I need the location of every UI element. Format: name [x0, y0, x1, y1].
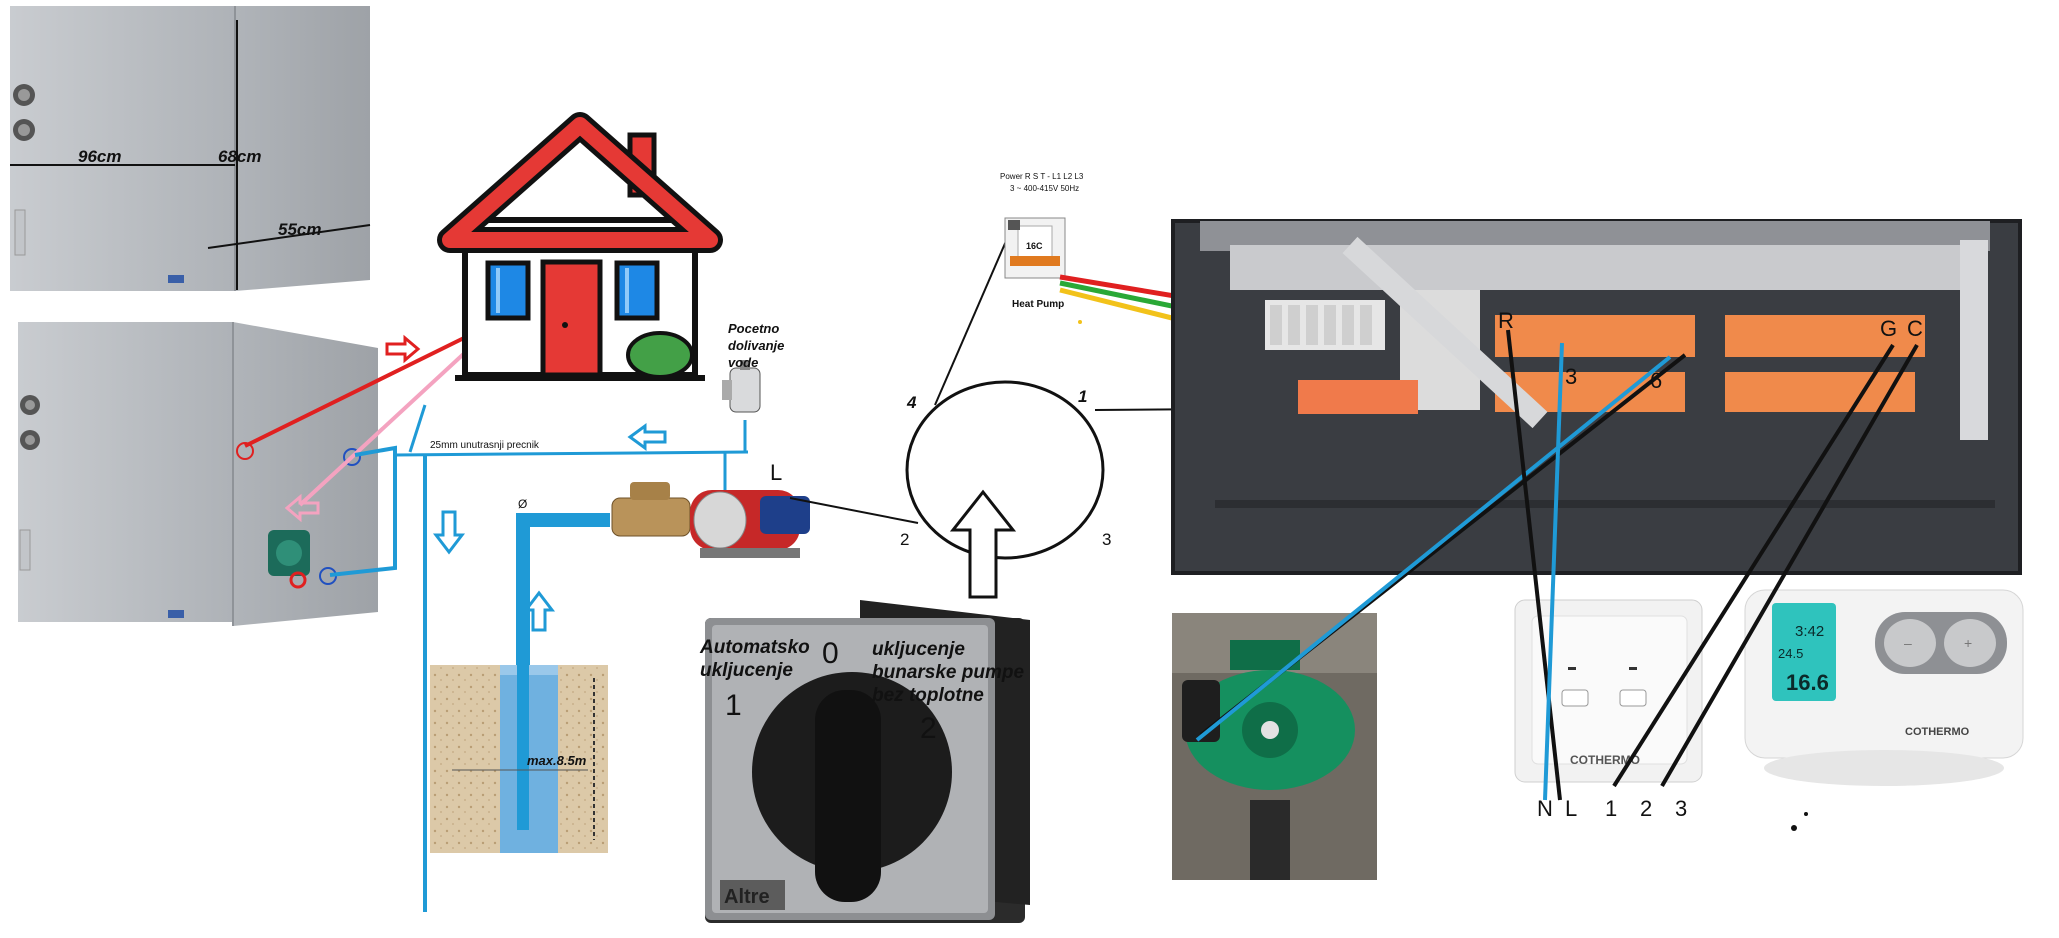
fill-valve-icon	[722, 360, 761, 413]
thermostat-terminal-2: 2	[1640, 796, 1652, 821]
thermostat-terminal-3: 3	[1675, 796, 1687, 821]
dim-height-label: 68cm	[218, 147, 261, 166]
auto-mode-label-2: uklјucenje	[700, 660, 793, 681]
switch-contact-circle	[905, 380, 1105, 560]
relay-row-top	[1495, 315, 1925, 357]
wire-r-to-l	[1506, 329, 1562, 801]
thermostat-time: 3:42	[1795, 623, 1824, 640]
dim-depth-label: 55cm	[278, 220, 321, 239]
switch-knob-handle[interactable]	[815, 690, 881, 902]
circulation-pump	[1172, 613, 1377, 880]
thermostat-plus-button[interactable]	[1944, 619, 1996, 667]
return-water-pipe	[298, 346, 472, 507]
heat-pump-unit-bottom	[18, 322, 378, 626]
main-water-line	[394, 450, 749, 457]
thermostat-brand-label: COTHERMO	[1905, 726, 1970, 738]
fill-valve-label-3: vode	[728, 355, 758, 370]
switch-pos-0: 0	[822, 637, 839, 670]
switch-brand-label: Altre	[724, 886, 770, 908]
flow-arrow-down-icon	[432, 510, 466, 555]
panel-label-r: R	[1498, 308, 1514, 333]
circuit-breaker[interactable]: 16C	[1004, 217, 1066, 279]
flow-arrows	[284, 334, 667, 632]
auto-mode-label-1: Automatsko	[699, 637, 810, 658]
switch-pos-2: 2	[920, 712, 937, 745]
panel-label-c: C	[1907, 316, 1923, 341]
breaker-rating-label: 16C	[1026, 241, 1043, 251]
fill-valve-label-1: Pocetno	[728, 321, 779, 336]
wire-to-well-pump	[789, 497, 919, 524]
thermostat-receiver: COTHERMO	[1514, 599, 1703, 783]
receiver-brand-label: COTHERMO	[1570, 753, 1640, 767]
depth-dimension-line	[207, 224, 371, 249]
breaker-header-line1: Power R S T - L1 L2 L3	[1000, 172, 1084, 181]
return-inlet-port-icon	[343, 448, 361, 466]
wire-g-to-1	[1612, 343, 1895, 788]
svg-text:–: –	[1904, 635, 1912, 651]
thermostat-terminal-l: L	[1565, 796, 1577, 821]
thermostat-terminal-1: 1	[1605, 796, 1617, 821]
thermostat-minus-button[interactable]	[1884, 619, 1936, 667]
dim-width-label: 96cm	[78, 147, 121, 166]
terminal-1-label: 1	[1078, 387, 1087, 406]
panel-label-6: 6	[1650, 368, 1662, 393]
flow-arrow-up-icon	[522, 590, 556, 632]
switch-pos-1: 1	[725, 689, 742, 722]
digital-thermostat: 3:42 24.5 16.6 – + COTHERMO	[1744, 589, 2024, 786]
panel-label-3: 3	[1565, 364, 1577, 389]
selector-switch[interactable]: Altre 0 1 2	[705, 600, 1030, 923]
flow-arrow-left-icon	[627, 423, 667, 451]
terminal-l-label: L	[770, 460, 782, 485]
wire-c-to-2	[1660, 343, 1919, 788]
thermostat-temp-big: 16.6	[1786, 670, 1829, 695]
manual-mode-label-1: ukljucenje	[872, 639, 965, 660]
relay-row-bottom	[1298, 372, 1915, 414]
control-wires	[1195, 329, 1919, 831]
svg-text:+: +	[1964, 635, 1972, 651]
heat-pump-side-panel	[235, 6, 370, 291]
manual-mode-label-2: bunarske pumpe	[872, 662, 1024, 683]
terminal-3-label: 3	[1102, 530, 1111, 549]
control-cabinet	[1171, 219, 2022, 575]
receiver-button-right[interactable]	[1619, 689, 1647, 707]
breaker-header-line2: 3 ~ 400-415V 50Hz	[1010, 184, 1079, 193]
din-rail	[1230, 245, 1960, 290]
wire-pump-blue	[1195, 355, 1672, 742]
house-icon	[437, 112, 723, 381]
heat-pump-unit-top: 96cm 68cm 55cm	[10, 6, 371, 291]
hot-water-supply-pipe	[244, 333, 471, 448]
cable-duct	[1342, 236, 1548, 429]
panel-label-g: G	[1880, 316, 1897, 341]
manual-mode-label-3: bez toplotne	[872, 685, 984, 706]
breaker-caption: Heat Pump	[1012, 299, 1064, 310]
check-valve-icon	[611, 482, 691, 537]
thermostat-lcd	[1772, 603, 1836, 701]
terminal-4-label: 4	[906, 393, 917, 412]
switch-pointer-arrow-icon	[949, 489, 1017, 599]
flow-arrow-right-icon	[385, 334, 421, 364]
thermostat-temp-small: 24.5	[1778, 646, 1803, 661]
well-depth-label: max.8.5m	[527, 753, 587, 768]
terminal-2-label: 2	[900, 530, 909, 549]
thermostat-terminal-n: N	[1537, 796, 1553, 821]
surface-well-pump-icon	[690, 490, 810, 558]
heat-pump-front-panel	[10, 6, 235, 291]
flow-arrow-left-icon	[284, 493, 320, 523]
wire-3-to-n	[1543, 342, 1564, 801]
fill-valve-label-2: dolivanje	[728, 338, 784, 353]
internal-circulation-pump-icon	[268, 530, 310, 589]
receiver-button-left[interactable]	[1561, 689, 1589, 707]
wire-to-breaker	[934, 224, 1014, 406]
pipe-diameter-label: 25mm unutrasnji precnik	[430, 440, 540, 451]
well-cross-section	[430, 520, 608, 853]
hot-outlet-port-icon	[236, 442, 254, 460]
diameter-symbol: Ø	[518, 497, 527, 511]
heat-pump-front-panel	[18, 322, 233, 622]
